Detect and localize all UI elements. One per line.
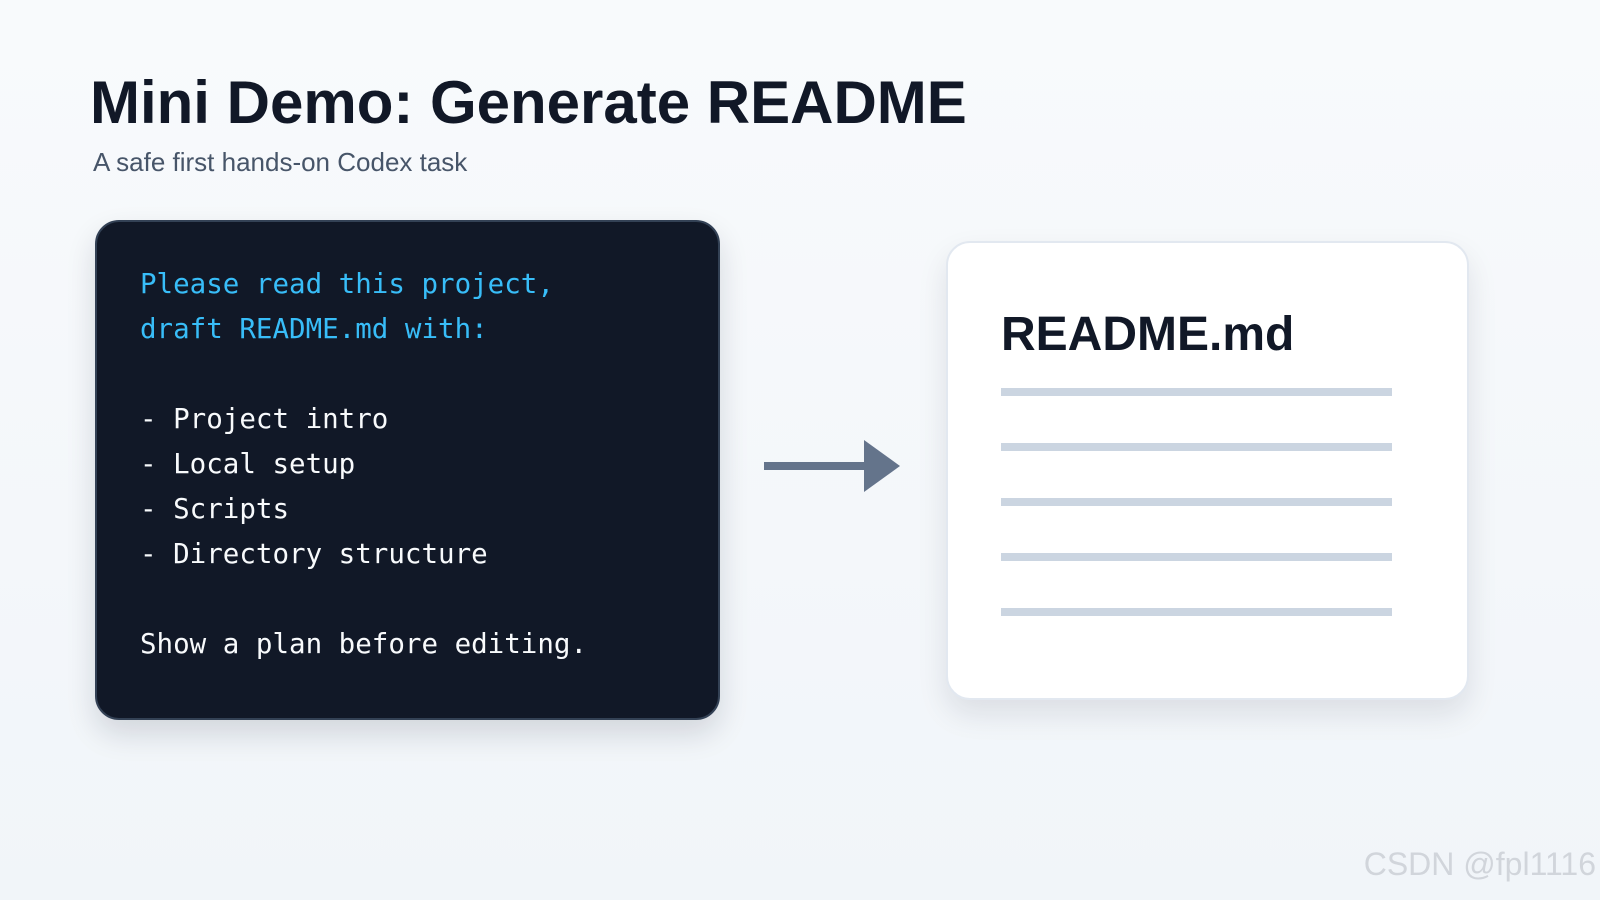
prompt-line: draft README.md with: — [140, 313, 488, 345]
prompt-list-item: - Scripts — [140, 493, 290, 525]
arrow-right-icon — [764, 440, 900, 492]
prompt-line: Please read this project, — [140, 268, 554, 300]
page-subtitle: A safe first hands-on Codex task — [93, 147, 468, 177]
prompt-blank-line — [140, 577, 718, 622]
readme-line — [1001, 608, 1392, 616]
watermark: CSDN @fpl1116 — [1363, 846, 1596, 882]
prompt-list-item: - Directory structure — [140, 538, 488, 570]
readme-line — [1001, 553, 1392, 561]
readme-line — [1001, 498, 1392, 506]
prompt-card: Please read this project, draft README.m… — [95, 220, 720, 720]
page-title: Mini Demo: Generate README — [90, 69, 967, 136]
prompt-blank-line — [140, 352, 718, 397]
readme-line — [1001, 443, 1392, 451]
prompt-list-item: - Local setup — [140, 448, 356, 480]
prompt-instruction: Show a plan before editing. — [140, 628, 588, 660]
readme-line — [1001, 388, 1392, 396]
prompt-list-item: - Project intro — [140, 403, 389, 435]
readme-card: README.md — [946, 241, 1469, 700]
readme-title: README.md — [1001, 308, 1295, 361]
